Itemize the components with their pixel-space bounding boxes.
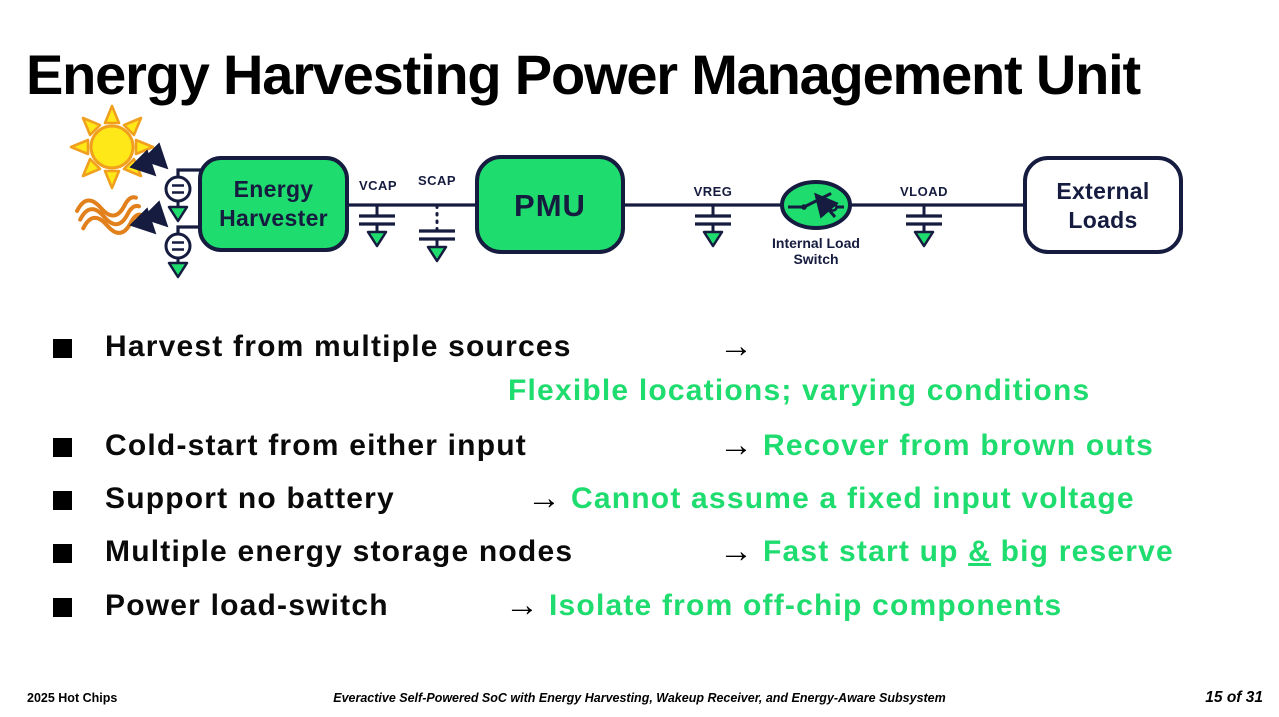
ground-icon	[167, 205, 189, 223]
bullet-result-text: Flexible locations; varying conditions	[508, 374, 1091, 407]
bullet-result-text: Cannot assume a fixed input voltage	[571, 482, 1135, 515]
sun-icon	[69, 104, 155, 190]
bullet-result-post: big reserve	[991, 535, 1174, 568]
ground-icon	[702, 230, 724, 248]
arrow-glyph: →	[719, 327, 753, 365]
energy-harvester-label-line2: Harvester	[219, 205, 328, 231]
bullet-item: Harvest from multiple sources →	[0, 327, 1279, 372]
bullet-item: Multiple energy storage nodes → Fast sta…	[0, 532, 1279, 577]
rf-waves-icon	[75, 195, 145, 235]
vcap-net-label: VCAP	[359, 178, 397, 193]
scap-capacitor-icon: SCAP	[418, 173, 456, 263]
arrow-glyph: →	[719, 532, 753, 570]
ground-icon	[366, 230, 388, 248]
current-source-icon	[164, 225, 201, 279]
footer-page-number: 15 of 31	[1205, 689, 1263, 706]
bullet-marker	[53, 491, 72, 510]
energy-harvester-block: Energy Harvester	[198, 156, 349, 252]
ground-icon	[167, 261, 189, 279]
bullet-result-text: Fast start up & big reserve	[763, 535, 1174, 569]
vcap-capacitor-icon: VCAP	[359, 178, 397, 248]
slide-title: Energy Harvesting Power Management Unit	[26, 43, 1141, 106]
pmu-block: PMU	[475, 155, 625, 254]
external-loads-label-line2: Loads	[1068, 207, 1137, 233]
bullet-result-text: Recover from brown outs	[763, 429, 1154, 462]
bullet-text: Cold-start from either input	[105, 429, 527, 462]
vreg-net-label: VREG	[694, 184, 733, 199]
vload-net-label: VLOAD	[900, 184, 948, 199]
bullet-marker	[53, 339, 72, 358]
vreg-capacitor-icon: VREG	[694, 184, 733, 248]
load-switch-icon: Internal Load Switch	[772, 180, 860, 267]
bullet-text: Power load-switch	[105, 589, 389, 622]
bullet-marker	[53, 544, 72, 563]
external-loads-block: External Loads	[1023, 156, 1183, 254]
arrow-glyph: →	[527, 479, 561, 517]
vload-capacitor-icon: VLOAD	[900, 184, 948, 248]
arrow-glyph: →	[505, 586, 539, 624]
arrow-glyph: →	[719, 426, 753, 464]
load-switch-label-line1: Internal Load	[772, 235, 860, 251]
ground-icon	[913, 230, 935, 248]
bullet-marker	[53, 598, 72, 617]
ground-icon	[426, 245, 448, 263]
pmu-label: PMU	[514, 188, 586, 223]
bullet-text: Harvest from multiple sources	[105, 330, 572, 363]
load-switch-label-line2: Switch	[793, 251, 838, 267]
bullet-result-text: Isolate from off-chip components	[549, 589, 1063, 622]
bullet-result-pre: Fast start up	[763, 535, 969, 568]
energy-harvester-label-line1: Energy	[234, 176, 314, 202]
power-diagram: Energy Harvester VCAP SCAP PMU	[69, 104, 1183, 279]
footer-conference: 2025 Hot Chips	[27, 691, 118, 705]
bullet-marker	[53, 438, 72, 457]
bullet-continuation: Flexible locations; varying conditions	[0, 374, 1279, 416]
bullet-text: Multiple energy storage nodes	[105, 535, 574, 568]
footer-presentation-title: Everactive Self-Powered SoC with Energy …	[333, 691, 946, 705]
bullet-item: Power load-switch → Isolate from off-chi…	[0, 586, 1279, 631]
bullet-item: Cold-start from either input → Recover f…	[0, 426, 1279, 471]
scap-net-label: SCAP	[418, 173, 456, 188]
bullet-item: Support no battery → Cannot assume a fix…	[0, 479, 1279, 524]
current-source-icon	[164, 168, 201, 223]
bullet-text: Support no battery	[105, 482, 395, 515]
external-loads-label-line1: External	[1056, 178, 1149, 204]
bullet-result-ampersand: &	[968, 535, 992, 568]
energy-arrows-icon	[129, 142, 169, 235]
